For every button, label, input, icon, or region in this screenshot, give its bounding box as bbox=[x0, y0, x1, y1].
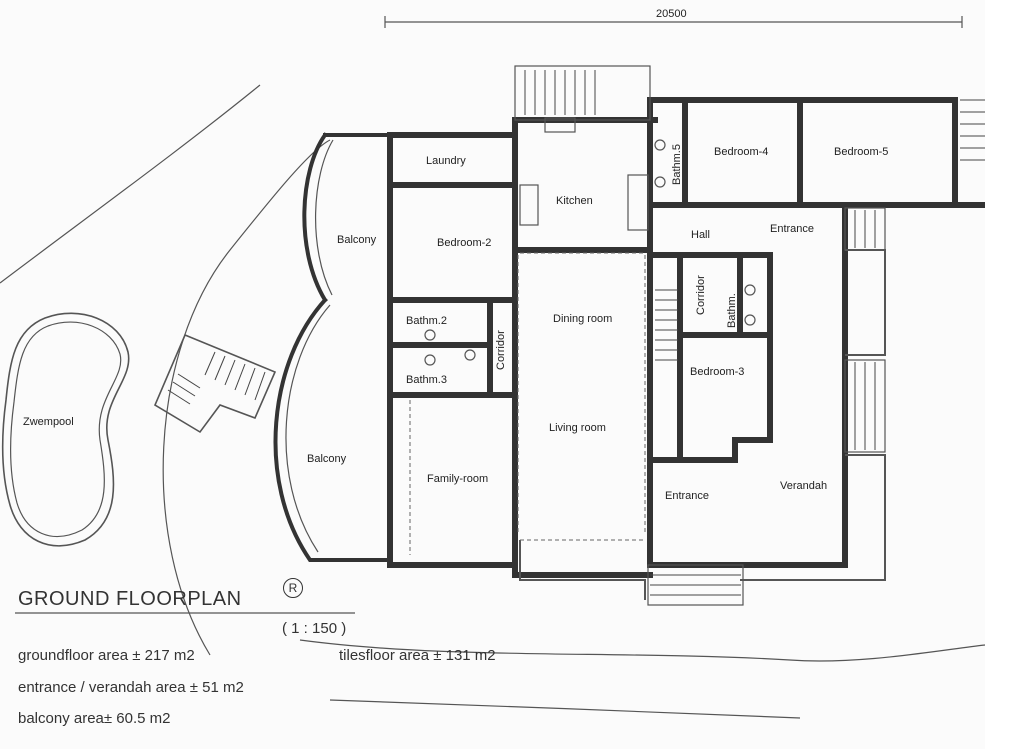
entrance-verandah-area: entrance / verandah area ± 51 m2 bbox=[18, 679, 244, 696]
tilesfloor-area: tilesfloor area ± 131 m2 bbox=[339, 647, 496, 664]
room-label-corridor-left: Corridor bbox=[495, 330, 507, 370]
walls bbox=[387, 97, 988, 600]
room-label-verandah: Verandah bbox=[780, 480, 827, 492]
outdoor-stair bbox=[153, 333, 277, 434]
dimension-line: 20500 bbox=[384, 8, 963, 28]
plan-title: GROUND FLOORPLAN bbox=[18, 588, 242, 610]
plan-scale: ( 1 : 150 ) bbox=[282, 620, 347, 637]
balcony-top-inner bbox=[314, 139, 334, 296]
room-label-entrance-top: Entrance bbox=[770, 223, 814, 235]
room-label-bathm-3: Bathm.3 bbox=[406, 374, 447, 386]
balcony-bottom-inner bbox=[285, 304, 331, 553]
stair-right-top bbox=[960, 99, 985, 161]
swimming-pool-inner bbox=[10, 321, 122, 538]
room-label-zwempool: Zwempool bbox=[23, 416, 74, 428]
room-label-bedroom-3: Bedroom-3 bbox=[690, 366, 744, 378]
room-label-kitchen: Kitchen bbox=[556, 195, 593, 207]
room-label-bedroom-4: Bedroom-4 bbox=[714, 146, 768, 158]
room-label-bathm-5: Bathm.5 bbox=[671, 144, 683, 185]
room-label-balcony-bottom: Balcony bbox=[307, 453, 347, 465]
room-label-laundry: Laundry bbox=[426, 155, 466, 167]
stair-corridor bbox=[655, 289, 678, 361]
room-label-living-room: Living room bbox=[549, 422, 606, 434]
room-label-bathm-2: Bathm.2 bbox=[406, 315, 447, 327]
terrain-curve bbox=[329, 699, 801, 719]
groundfloor-area: groundfloor area ± 217 m2 bbox=[18, 647, 195, 664]
terrain-curve bbox=[299, 639, 986, 662]
openings bbox=[409, 252, 646, 555]
room-label-hall: Hall bbox=[691, 229, 710, 241]
room-label-bedroom-5: Bedroom-5 bbox=[834, 146, 888, 158]
registered-mark: R bbox=[283, 578, 303, 598]
balcony-area: balcony area± 60.5 m2 bbox=[18, 710, 171, 727]
terrain-curve bbox=[162, 139, 331, 656]
dimension-label: 20500 bbox=[656, 8, 687, 20]
room-label-corridor-right: Corridor bbox=[695, 275, 707, 315]
balcony-top-outline bbox=[302, 132, 392, 303]
room-label-entrance-bottom: Entrance bbox=[665, 490, 709, 502]
stair-top-kitchen bbox=[514, 65, 651, 121]
bath-fixtures bbox=[424, 139, 756, 366]
swimming-pool bbox=[1, 312, 130, 547]
room-label-family-room: Family-room bbox=[427, 473, 488, 485]
room-label-bathm-right: Bathm. bbox=[726, 293, 738, 328]
kitchen-fixtures bbox=[519, 117, 649, 231]
room-label-bedroom-2: Bedroom-2 bbox=[437, 237, 491, 249]
room-label-dining-room: Dining room bbox=[553, 313, 612, 325]
page-edge bbox=[985, 0, 1024, 749]
stair-verandah-right bbox=[844, 359, 886, 453]
room-label-balcony-top: Balcony bbox=[337, 234, 377, 246]
stair-entrance-top bbox=[844, 207, 886, 251]
terrain-curve bbox=[0, 84, 261, 284]
balcony-bottom-outline bbox=[273, 297, 392, 562]
stair-entrance-bottom bbox=[647, 564, 744, 606]
